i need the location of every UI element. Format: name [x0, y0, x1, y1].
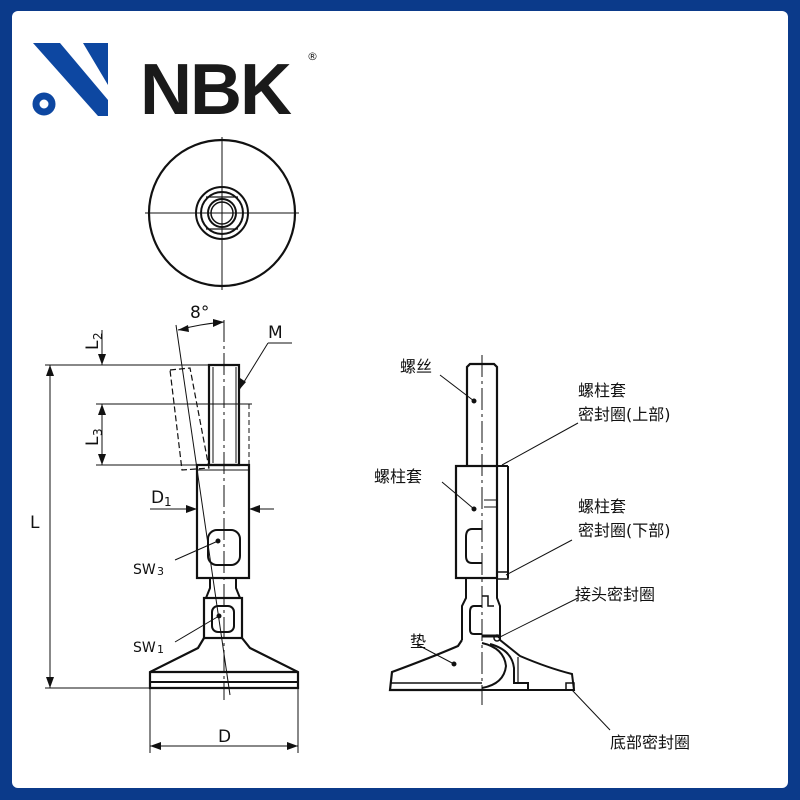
- label-pad: 垫: [410, 632, 426, 651]
- l-label: L: [30, 513, 40, 533]
- label-lower-seal-line1: 螺柱套: [578, 497, 626, 516]
- svg-text:L: L: [83, 340, 103, 350]
- svg-text:L: L: [83, 436, 103, 446]
- svg-text:1: 1: [157, 643, 164, 656]
- d1-label: D 1: [151, 488, 172, 509]
- sw1-label: SW 1: [133, 640, 164, 656]
- angle-label: 8°: [190, 303, 209, 323]
- d-label: D: [218, 727, 231, 747]
- svg-text:3: 3: [157, 565, 164, 578]
- label-upper-seal-line1: 螺柱套: [578, 381, 626, 400]
- right-view-labels: 螺丝 螺柱套 密封圈(上部) 螺柱套 螺柱套 密封圈(下部) 接头密封圈 垫 底…: [374, 357, 690, 752]
- left-view-labels: 8° M L 2 L 3 L D 1 SW 3 SW 1 D: [30, 303, 283, 747]
- svg-text:1: 1: [164, 495, 172, 509]
- l3-label: L 3: [83, 428, 105, 446]
- svg-text:3: 3: [91, 428, 105, 436]
- svg-text:2: 2: [91, 332, 105, 340]
- thread-label: M: [268, 323, 283, 343]
- svg-text:SW: SW: [133, 640, 156, 656]
- left-elevation: [45, 319, 300, 753]
- label-lower-seal-line2: 密封圈(下部): [578, 521, 671, 540]
- top-view: [145, 137, 299, 290]
- drawing-frame: [12, 11, 788, 788]
- label-screw: 螺丝: [400, 357, 432, 376]
- nbk-logo: NBK ®: [32, 43, 318, 130]
- logo-wordmark: NBK: [140, 50, 292, 130]
- label-upper-seal-line2: 密封圈(上部): [578, 405, 671, 424]
- sw3-label: SW 3: [133, 562, 164, 578]
- label-stud-sleeve: 螺柱套: [374, 467, 422, 486]
- l2-label: L 2: [83, 332, 105, 350]
- svg-text:SW: SW: [133, 562, 156, 578]
- logo-mark-icon: [32, 43, 108, 116]
- label-joint-seal: 接头密封圈: [575, 585, 655, 604]
- label-bottom-seal: 底部密封圈: [610, 733, 690, 752]
- right-section-view: [388, 355, 611, 731]
- svg-text:D: D: [151, 488, 164, 508]
- registered-mark: ®: [307, 50, 318, 63]
